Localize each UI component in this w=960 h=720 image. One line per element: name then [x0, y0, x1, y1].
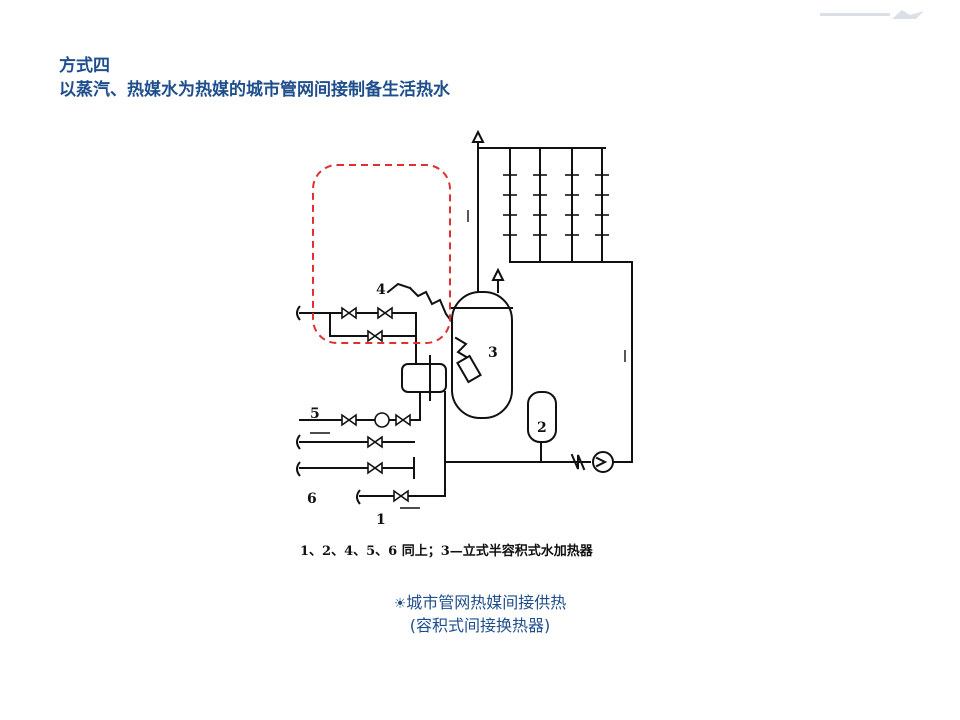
valve [393, 489, 409, 503]
brand-logo [820, 10, 924, 19]
title-line-1: 方式四 [59, 56, 110, 76]
tank-3 [451, 291, 513, 419]
slide-title: 方式四 以蒸汽、热媒水为热媒的城市管网间接制备生活热水 [59, 54, 450, 102]
meter [374, 412, 390, 428]
label-1: 1 [376, 512, 386, 528]
diagram-caption: 1、2、4、5、6 同上；3—立式半容积式水加热器 [300, 544, 593, 559]
sun-bullet-icon: ☀ [393, 596, 407, 612]
description-line-1: ☀城市管网热媒间接供热 [0, 592, 960, 615]
valve [377, 306, 393, 320]
description-text-1: 城市管网热媒间接供热 [406, 593, 567, 612]
title-line-2: 以蒸汽、热媒水为热媒的城市管网间接制备生活热水 [59, 80, 450, 100]
valve [341, 413, 357, 427]
expansion-tank-2 [527, 391, 557, 443]
label-3: 3 [488, 345, 498, 361]
heat-exchanger [401, 363, 447, 393]
description-line-2: (容积式间接换热器) [409, 616, 551, 635]
valve [367, 461, 383, 475]
label-4: 4 [376, 282, 386, 298]
highlight-box [312, 164, 451, 344]
valve [395, 413, 411, 427]
valve [367, 329, 383, 343]
vent-arrow [471, 129, 485, 143]
label-5: 5 [310, 406, 320, 422]
valve [341, 306, 357, 320]
valve [367, 435, 383, 449]
label-2: 2 [537, 420, 547, 436]
label-6: 6 [307, 491, 317, 507]
